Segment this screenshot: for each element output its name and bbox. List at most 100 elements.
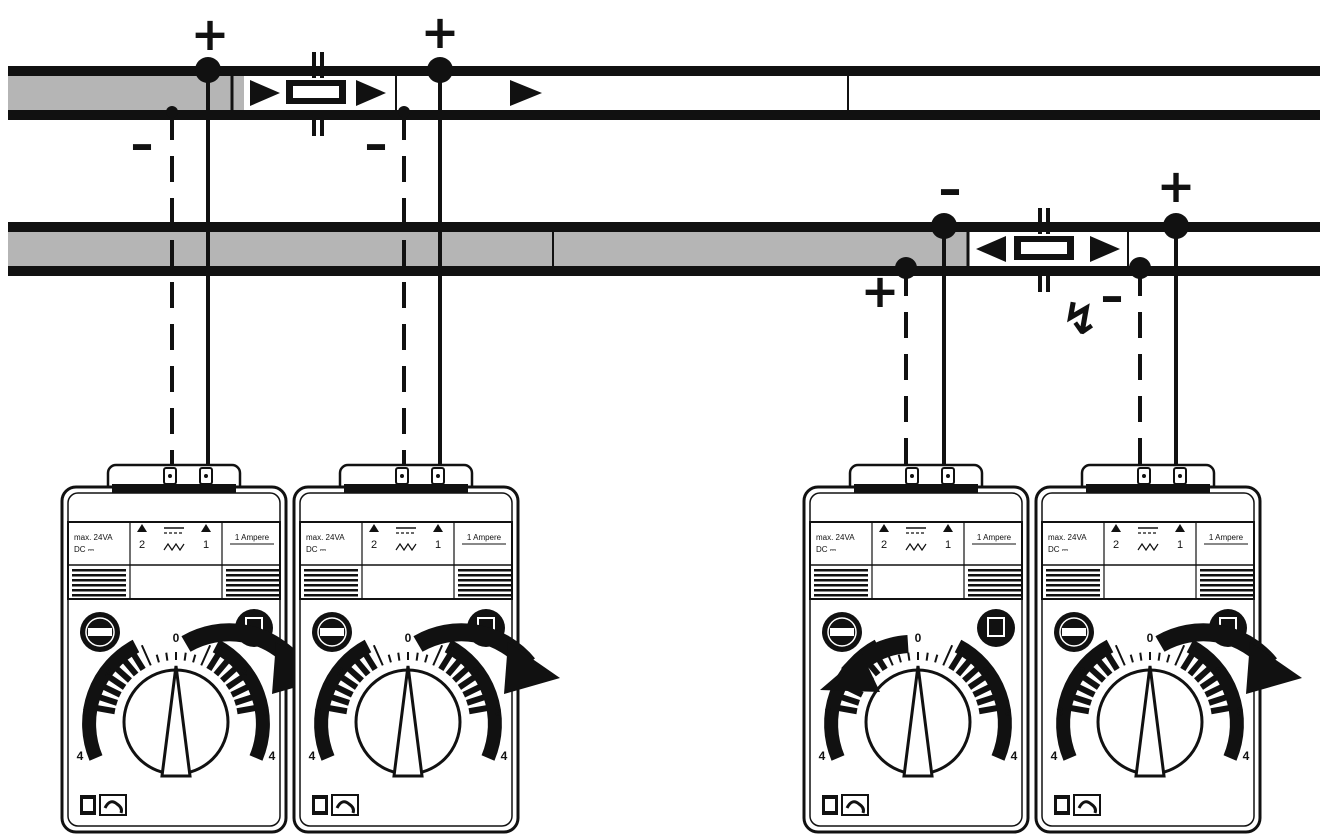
direction-arrow-right	[1090, 236, 1120, 262]
scale-number: 2	[337, 665, 344, 679]
output-arrow-icon	[201, 524, 211, 532]
clockwise-arrow-icon	[413, 623, 560, 694]
direction-arrow-right	[250, 80, 280, 106]
scale-number: 1	[449, 641, 456, 655]
scale-number: 1	[1191, 641, 1198, 655]
plus-sign: +	[861, 264, 900, 318]
scale-number: 4	[1243, 749, 1250, 763]
direction-arrow-left	[976, 236, 1006, 262]
terminal-pin	[1142, 474, 1146, 478]
scale-number: 3	[83, 705, 90, 719]
scale-number: 1	[217, 641, 224, 655]
output-2-label: 2	[371, 539, 377, 551]
pulse-wave-icon	[905, 542, 927, 552]
short-circuit-icon: ↯	[1062, 294, 1099, 345]
locomotive-symbol	[286, 52, 346, 136]
minus-sign: –	[939, 162, 962, 216]
minus-sign: –	[365, 117, 388, 171]
lower-track-rail-top	[8, 222, 1320, 232]
scale-number: 1	[129, 641, 136, 655]
speed-control-knob[interactable]	[1096, 665, 1204, 778]
upper-track-rail-top	[8, 66, 1320, 76]
return-connection-point	[398, 106, 410, 118]
safety-mark-icon	[1073, 794, 1101, 816]
direction-arrow-right	[356, 80, 386, 106]
output-1-label: 1	[945, 539, 951, 551]
upper-track-rail-bottom	[8, 110, 1320, 120]
safety-mark-icon	[331, 794, 359, 816]
scale-number: 3	[825, 705, 832, 719]
minus-sign: –	[131, 117, 154, 171]
terminal-pin	[910, 474, 914, 478]
knob-pointer	[1134, 665, 1166, 778]
scale-number: 3	[1237, 705, 1244, 719]
scale-number: 4	[1051, 749, 1058, 763]
speed-control-knob[interactable]	[354, 665, 462, 778]
output-arrow-icon	[1111, 524, 1121, 532]
scale-number: 2	[1215, 665, 1222, 679]
scale-number: 2	[1079, 665, 1086, 679]
amperage-label: 1 Ampere	[977, 533, 1012, 542]
output-arrow-icon	[1175, 524, 1185, 532]
output-1-label: 1	[203, 539, 209, 551]
output-2-label: 2	[1113, 539, 1119, 551]
rating-label: max. 24VA	[74, 533, 113, 542]
scale-number: 1	[959, 641, 966, 655]
scale-zero: 0	[1147, 631, 1154, 645]
minus-sign: –	[1101, 269, 1124, 323]
plus-sign: +	[421, 5, 460, 59]
return-connection-point	[1129, 257, 1151, 279]
upper-track	[8, 52, 1320, 136]
scale-number: 2	[473, 665, 480, 679]
scale-number: 4	[309, 749, 316, 763]
approval-seal-icon	[977, 609, 1015, 647]
return-connection-point	[895, 257, 917, 279]
lower-track-rail-bottom	[8, 266, 1320, 276]
scale-number: 3	[315, 705, 322, 719]
terminal-pin	[168, 474, 172, 478]
output-arrow-icon	[137, 524, 147, 532]
rating-label: max. 24VA	[816, 533, 855, 542]
knob-pointer	[902, 665, 934, 778]
scale-number: 3	[1005, 705, 1012, 719]
output-arrow-icon	[433, 524, 443, 532]
terminal-pin	[204, 474, 208, 478]
terminal-pin	[946, 474, 950, 478]
output-arrow-icon	[879, 524, 889, 532]
counterclockwise-arrow-icon	[820, 635, 909, 692]
amperage-label: 1 Ampere	[235, 533, 270, 542]
terminal-bar	[854, 484, 978, 493]
scale-number: 4	[501, 749, 508, 763]
rating-label: max. 24VA	[1048, 533, 1087, 542]
direction-arrow-right	[510, 80, 542, 106]
scale-number: 4	[77, 749, 84, 763]
pulse-wave-icon	[163, 542, 185, 552]
locomotive-symbol	[1014, 208, 1074, 292]
knob-pointer	[392, 665, 424, 778]
output-1-label: 1	[1177, 539, 1183, 551]
terminal-bar	[1086, 484, 1210, 493]
current-type-label: DC ⎓	[816, 545, 837, 554]
terminal-pin	[436, 474, 440, 478]
pulse-wave-icon	[395, 542, 417, 552]
current-type-label: DC ⎓	[74, 545, 95, 554]
scale-number: 4	[819, 749, 826, 763]
scale-zero: 0	[173, 631, 180, 645]
clockwise-arrow-icon	[1155, 623, 1302, 694]
plus-sign: +	[1157, 159, 1196, 213]
plus-sign: +	[191, 7, 230, 61]
speed-control-knob[interactable]	[864, 665, 972, 778]
output-arrow-icon	[943, 524, 953, 532]
output-2-label: 2	[881, 539, 887, 551]
scale-number: 4	[269, 749, 276, 763]
current-type-label: DC ⎓	[306, 545, 327, 554]
polarity-labels: + + – – – + + – ↯	[131, 5, 1196, 345]
speed-control-knob[interactable]	[122, 665, 230, 778]
